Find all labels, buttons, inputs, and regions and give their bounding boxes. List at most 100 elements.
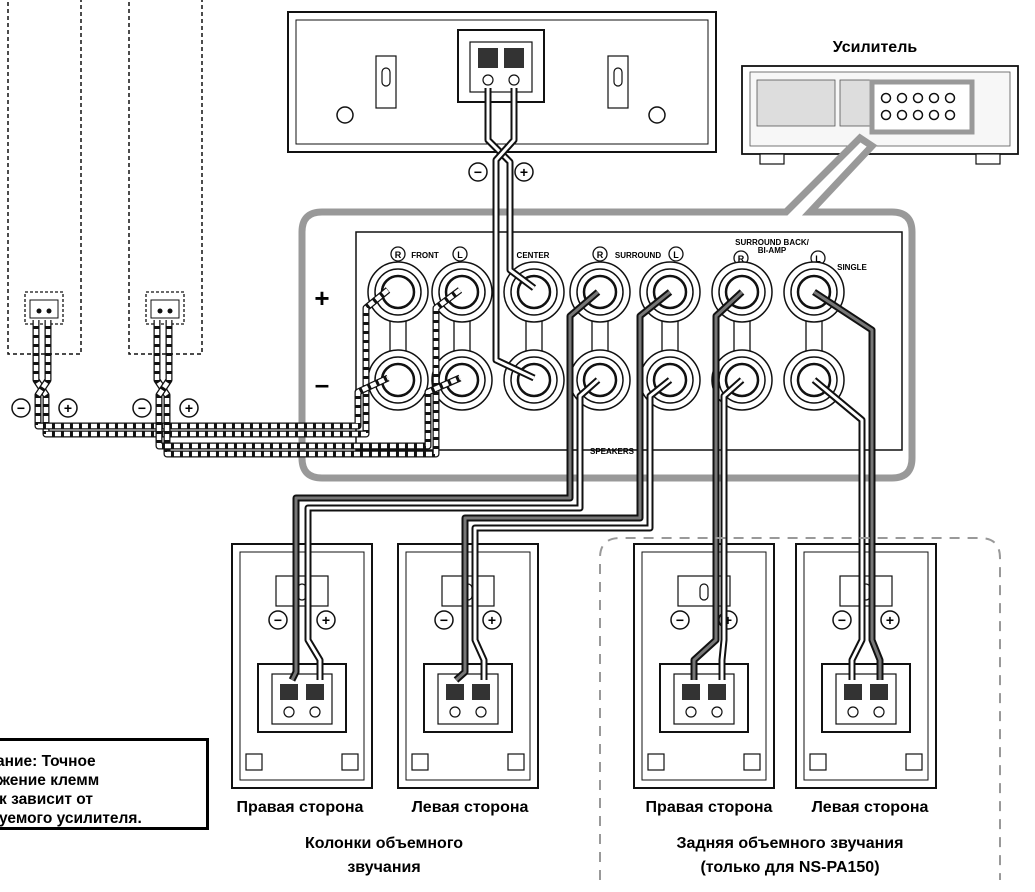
bi-amp-label: BI-AMP <box>758 246 787 255</box>
polarity-minus-label: − <box>676 612 684 628</box>
terminal-screw <box>449 706 461 718</box>
foot-pad <box>245 753 263 771</box>
foot-pad <box>743 753 761 771</box>
front-l-label: L <box>457 250 463 260</box>
polarity-minus-marker <box>832 610 852 630</box>
amplifier-unit <box>741 65 1019 165</box>
polarity-minus-marker <box>434 610 454 630</box>
note-line-3: к зависит от <box>0 791 93 808</box>
polarity-minus-marker <box>268 610 288 630</box>
terminal-post-plus <box>306 684 324 700</box>
polarity-minus-label: − <box>138 400 146 416</box>
polarity-minus-label: − <box>17 400 25 416</box>
polarity-minus-label: − <box>274 612 282 628</box>
terminal-bridge <box>453 319 471 353</box>
terminal-core <box>516 362 552 398</box>
back-right-speaker: −+ <box>633 543 775 789</box>
back-group-boundary <box>599 537 1001 880</box>
surround-l-label: L <box>673 250 679 260</box>
terminal-screw <box>685 706 697 718</box>
back-left-label: Левая сторона <box>812 799 929 816</box>
polarity-plus-marker <box>316 610 336 630</box>
polarity-plus-label: + <box>886 612 894 628</box>
polarity-minus-label: − <box>838 612 846 628</box>
surround-cables <box>288 289 884 683</box>
foot-pad <box>341 753 359 771</box>
terminal-screw <box>283 706 295 718</box>
minus-row-label: – <box>315 369 329 399</box>
front-left-polarity: − + <box>132 398 199 418</box>
front-speaker-left <box>128 0 203 355</box>
foot-pad <box>905 753 923 771</box>
front-right-polarity: − + <box>11 398 78 418</box>
center-label: CENTER <box>517 251 550 260</box>
hanger-bracket <box>275 575 329 607</box>
polarity-plus-label: + <box>724 612 732 628</box>
surround-back-r-label: R <box>738 254 745 264</box>
back-right-label: Правая сторона <box>646 799 773 816</box>
surround-back-label: SURROUND BACK/ <box>735 238 810 247</box>
back-group-subtitle: (только для NS-PA150) <box>700 859 879 876</box>
polarity-minus-label: − <box>440 612 448 628</box>
front-r-label: R <box>395 250 402 260</box>
polarity-plus-label: + <box>64 400 72 416</box>
hanger-bracket <box>839 575 893 607</box>
note-box: ание: Точное жение клемм к зависит от уе… <box>0 738 209 830</box>
terminal-post-plus <box>708 684 726 700</box>
polarity-plus-marker <box>880 610 900 630</box>
note-line-2: жение клемм <box>0 772 100 789</box>
terminal-bridge <box>525 319 543 353</box>
center-cable <box>484 88 537 382</box>
terminal-post-plus <box>472 684 490 700</box>
terminal-screw <box>711 706 723 718</box>
terminal-screw <box>847 706 859 718</box>
terminal-core <box>444 362 480 398</box>
foot-pad <box>647 753 665 771</box>
terminal-bridge <box>733 319 751 353</box>
terminal-bridge <box>805 319 823 353</box>
surround-label: SURROUND <box>615 251 661 260</box>
terminal-core <box>444 274 480 310</box>
single-label: SINGLE <box>837 263 867 272</box>
surround-group-title: Колонки объемного <box>305 835 463 852</box>
bottom-speakers: −+−+−+−+ <box>231 543 937 789</box>
foot-pad <box>507 753 525 771</box>
front-speaker-right <box>7 0 82 355</box>
polarity-minus-marker <box>670 610 690 630</box>
terminal-bridge <box>661 319 679 353</box>
surround-right-label: Правая сторона <box>237 799 364 816</box>
terminal-bridge <box>389 319 407 353</box>
plus-row-label: + <box>314 283 329 313</box>
keyhole-icon <box>699 583 709 601</box>
note-line-4: уемого усилителя. <box>0 810 142 827</box>
front-cables <box>32 287 463 458</box>
terminal-bridge <box>591 319 609 353</box>
terminal-post-minus <box>844 684 862 700</box>
terminal-post-plus <box>870 684 888 700</box>
center-speaker <box>287 11 717 153</box>
polarity-plus-label: + <box>322 612 330 628</box>
polarity-plus-label: + <box>185 400 193 416</box>
back-group-title: Задняя объемного звучания <box>677 835 904 852</box>
surround-back-l-label: L <box>815 254 821 264</box>
note-line-1: ание: Точное <box>0 753 96 770</box>
surround-left-label: Левая сторона <box>412 799 529 816</box>
polarity-plus-label: + <box>520 164 528 180</box>
front-label: FRONT <box>411 251 439 260</box>
terminal-headers: R FRONT L CENTER R SURROUND L SURROUND B… <box>390 238 868 456</box>
back-left-speaker: −+ <box>795 543 937 789</box>
foot-pad <box>809 753 827 771</box>
terminal-post-minus <box>280 684 298 700</box>
terminal-screw <box>475 706 487 718</box>
amplifier-title: Усилитель <box>833 39 918 56</box>
foot-pad <box>411 753 429 771</box>
center-polarity: − + <box>468 162 534 182</box>
terminal-post-minus <box>682 684 700 700</box>
surround-r-label: R <box>597 250 604 260</box>
polarity-plus-label: + <box>488 612 496 628</box>
terminal-screw <box>873 706 885 718</box>
polarity-plus-marker <box>482 610 502 630</box>
surround-group-subtitle: звучания <box>347 859 420 876</box>
